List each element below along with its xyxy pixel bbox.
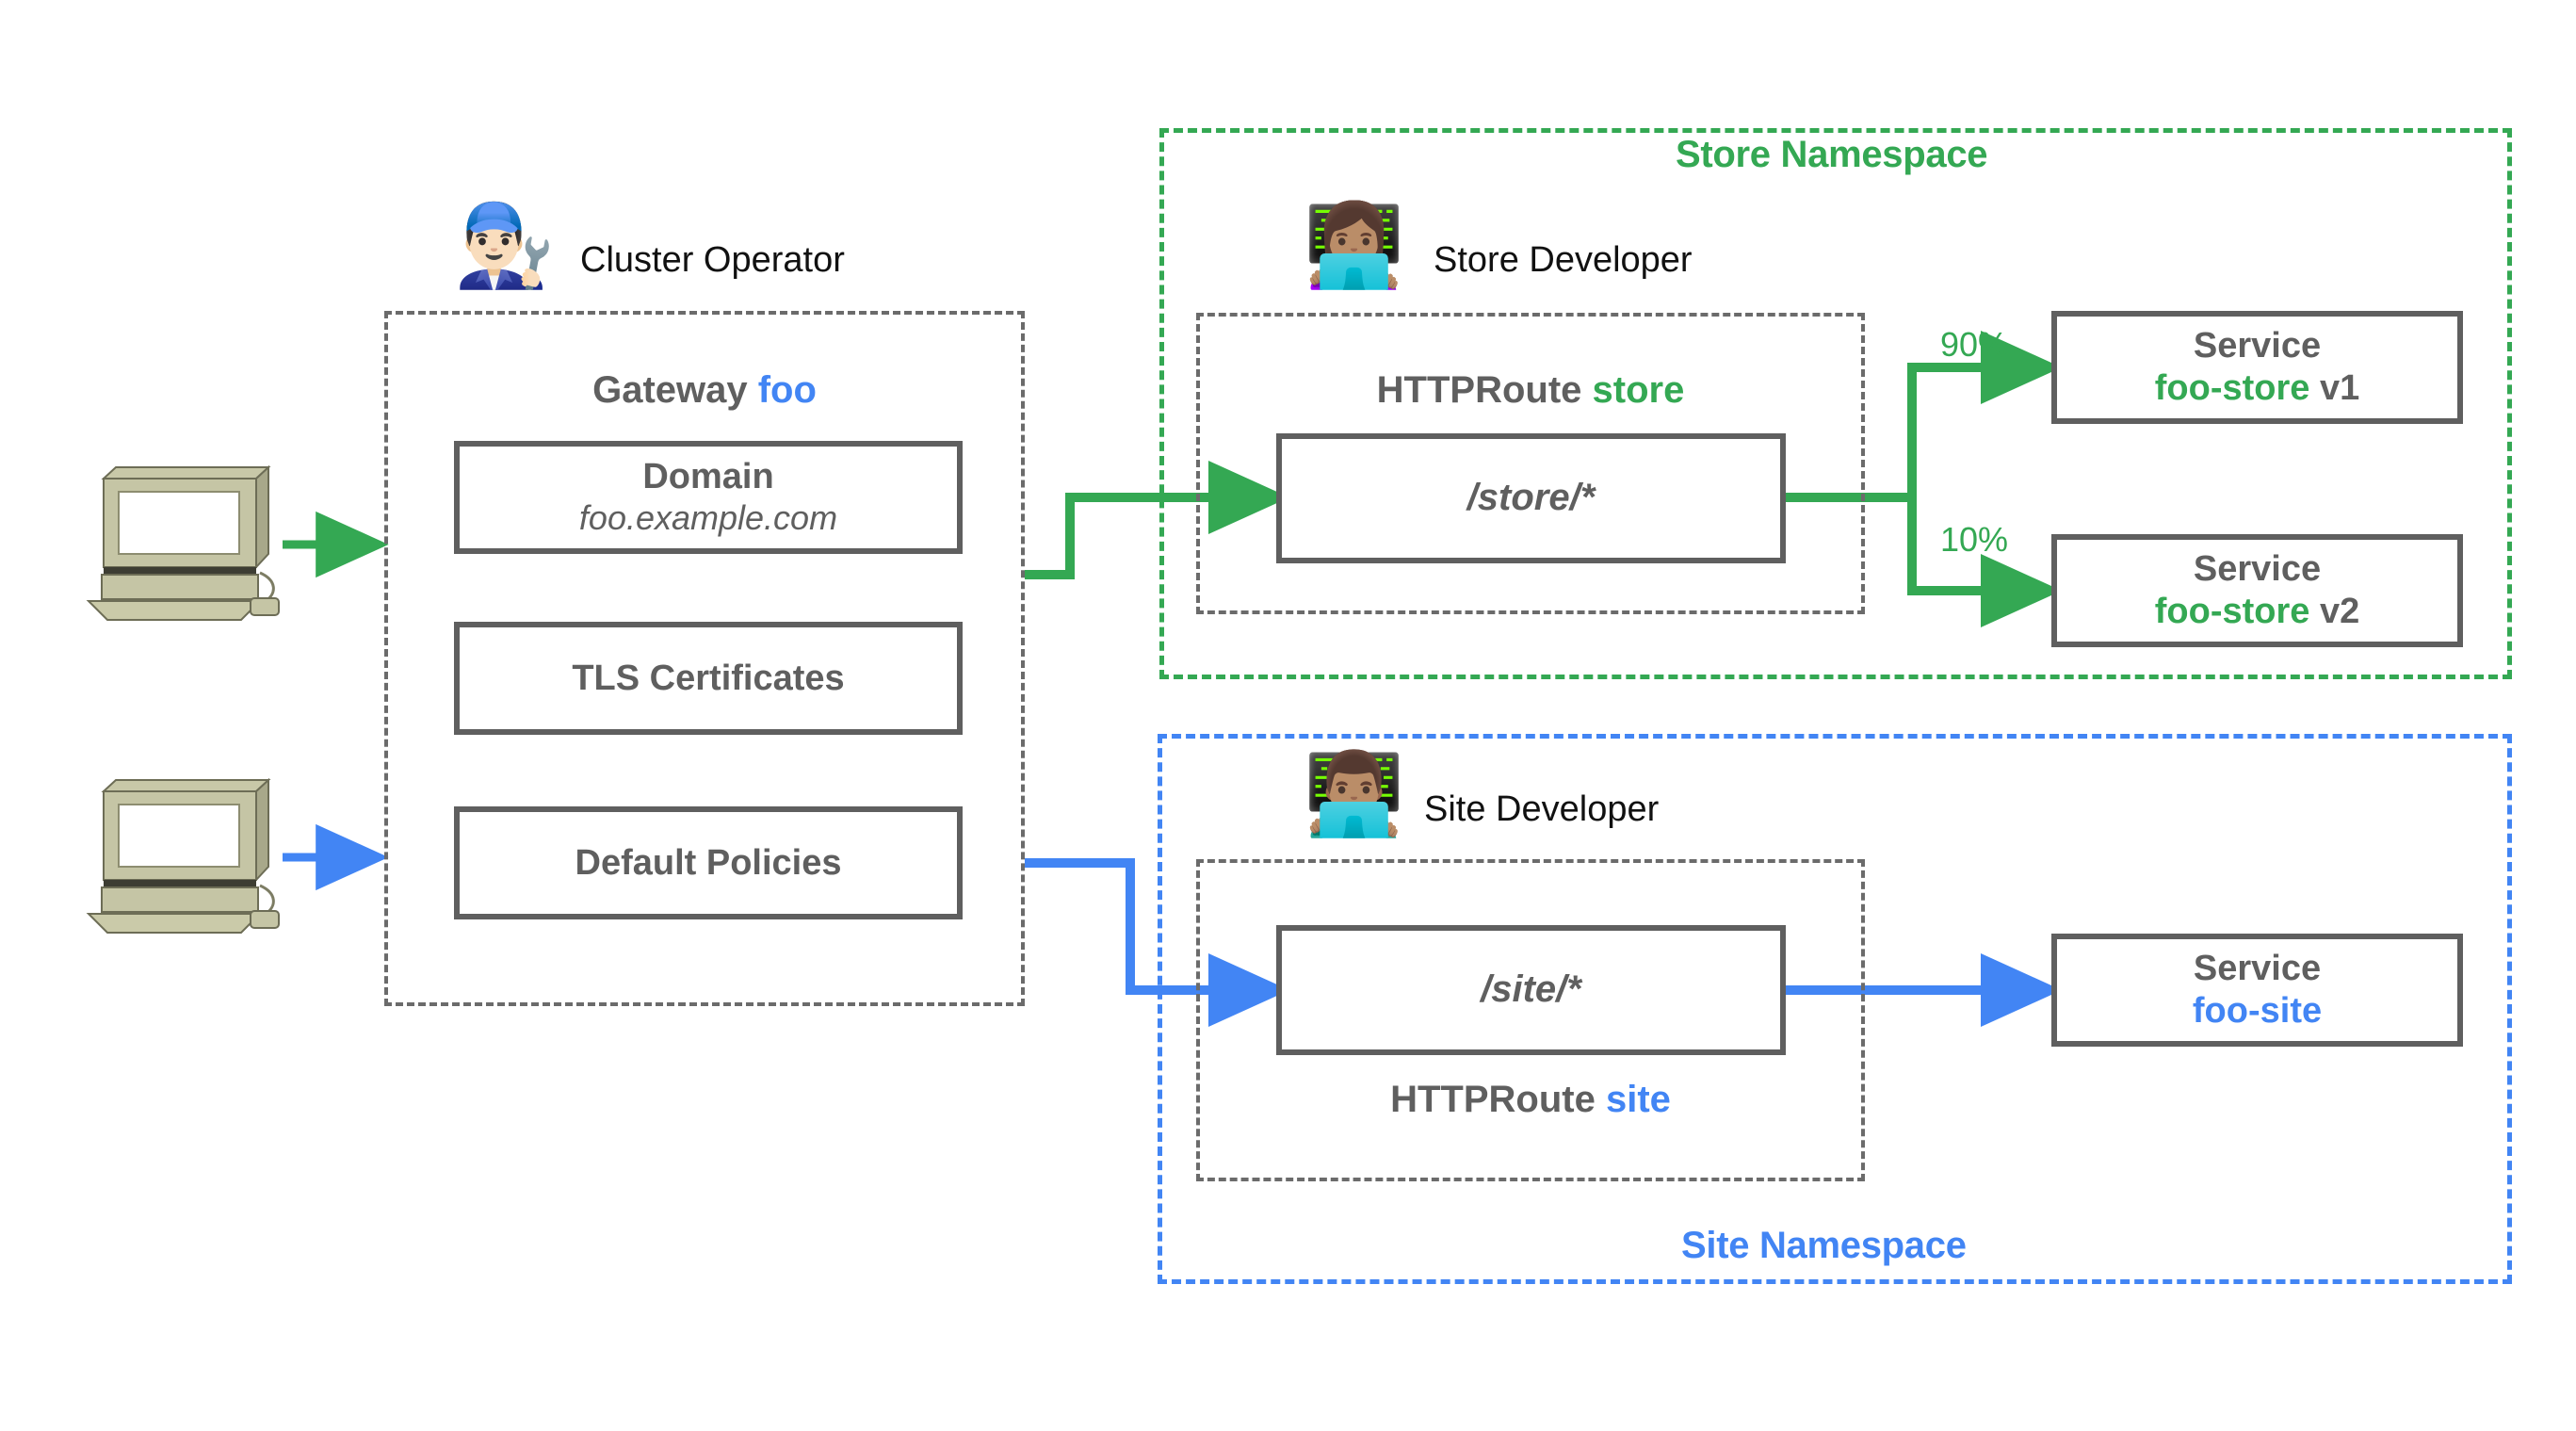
gateway-group-box <box>384 311 1025 1006</box>
site-route-match-box[interactable]: /site/* <box>1276 925 1786 1055</box>
site-httproute-kind: HTTPRoute <box>1390 1079 1606 1120</box>
service-kind-label: Service <box>2193 549 2322 590</box>
store-namespace-box <box>1159 128 2512 679</box>
client-computer-site <box>75 765 283 935</box>
service-version: v1 <box>2319 368 2360 408</box>
store-developer-label: Store Developer <box>1434 240 1693 280</box>
site-httproute-group-box <box>1196 859 1865 1181</box>
service-name-line: foo-site <box>2193 990 2322 1033</box>
cluster-operator-label: Cluster Operator <box>580 240 845 280</box>
site-namespace-label: Site Namespace <box>1681 1225 1967 1266</box>
site-httproute-name: site <box>1605 1079 1671 1120</box>
service-name-line: foo-store v1 <box>2155 367 2360 410</box>
service-name-line: foo-store v2 <box>2155 591 2360 633</box>
default-policies-title: Default Policies <box>575 842 842 883</box>
service-kind-label: Service <box>2193 949 2322 989</box>
service-box-foo-store-v2[interactable]: Service foo-store v2 <box>2051 534 2463 647</box>
store-httproute-name: store <box>1592 369 1685 411</box>
site-match-path: /site/* <box>1481 968 1581 1011</box>
store-httproute-kind: HTTPRoute <box>1376 369 1593 411</box>
store-httproute-group-box <box>1196 313 1865 614</box>
domain-title: Domain <box>642 457 774 497</box>
store-match-path: /store/* <box>1466 477 1596 519</box>
service-kind-label: Service <box>2193 326 2322 366</box>
desktop-computer-icon <box>86 464 280 621</box>
store-httproute-heading: HTTPRoute store <box>1196 369 1865 412</box>
gateway-kind: Gateway <box>592 369 758 411</box>
site-developer-label: Site Developer <box>1424 789 1660 829</box>
gateway-box-default-policies[interactable]: Default Policies <box>454 806 963 919</box>
desktop-computer-icon <box>86 777 280 934</box>
client-computer-store <box>75 452 283 622</box>
service-name: foo-store <box>2154 368 2320 408</box>
tls-certificates-title: TLS Certificates <box>572 658 845 698</box>
service-box-foo-site[interactable]: Service foo-site <box>2051 934 2463 1047</box>
gateway-heading: Gateway foo <box>384 369 1025 412</box>
site-httproute-heading: HTTPRoute site <box>1196 1079 1865 1121</box>
site-namespace-box <box>1158 734 2512 1284</box>
man-technologist-emoji: 👨🏽‍💻 <box>1304 749 1405 839</box>
store-namespace-label: Store Namespace <box>1676 134 1988 175</box>
gateway-name: foo <box>757 369 817 411</box>
store-route-match-box[interactable]: /store/* <box>1276 433 1786 563</box>
store-weight-90: 90% <box>1940 325 2009 364</box>
gateway-box-tls-certificates[interactable]: TLS Certificates <box>454 622 963 735</box>
gateway-box-domain[interactable]: Domain foo.example.com <box>454 441 963 554</box>
service-box-foo-store-v1[interactable]: Service foo-store v1 <box>2051 311 2463 424</box>
service-name: foo-store <box>2154 592 2320 631</box>
service-version: v2 <box>2319 592 2360 631</box>
domain-value: foo.example.com <box>578 498 838 538</box>
man-mechanic-emoji: 👨🏻‍🔧 <box>454 201 556 291</box>
service-name: foo-site <box>2192 991 2323 1031</box>
store-weight-10: 10% <box>1940 520 2009 559</box>
woman-technologist-emoji: 👩🏽‍💻 <box>1304 201 1405 291</box>
